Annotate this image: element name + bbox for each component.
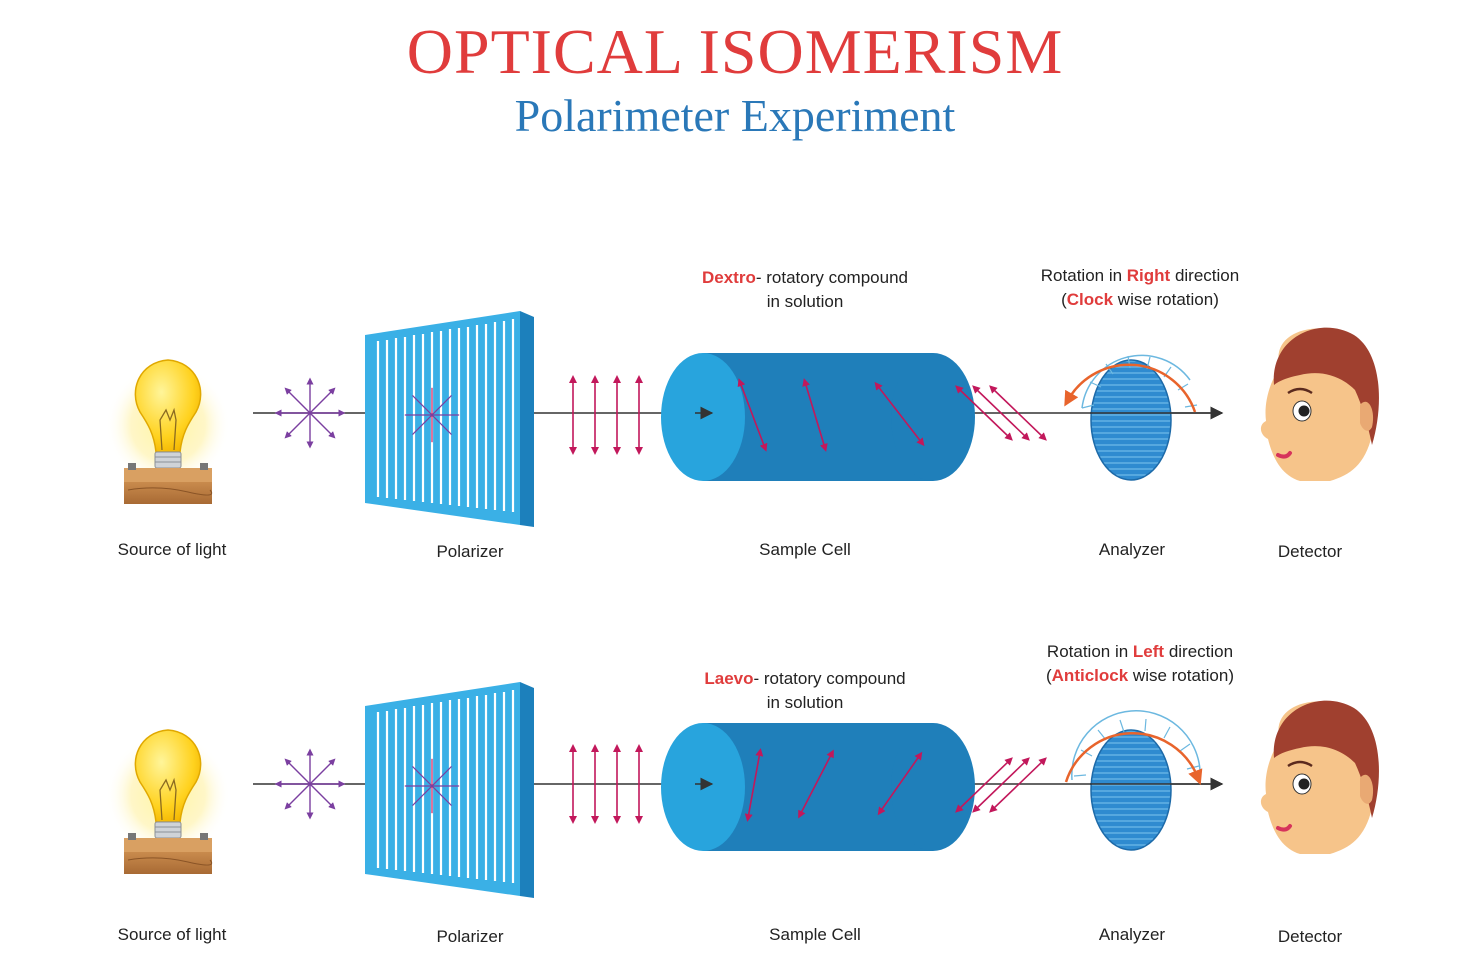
rotation-scale-icon [1064,354,1198,413]
detector-label: Detector [1277,542,1343,561]
clockwise-rotation-arrow-icon [1064,363,1197,413]
polarizer-label: Polarizer [436,927,504,946]
page-title: OPTICAL ISOMERISM [406,16,1064,87]
sample-cell-label: Sample Cell [759,540,851,559]
source-label: Source of light [117,540,227,559]
rotated-vectors-icon [744,748,923,822]
rotation-scale-icon [1064,710,1203,785]
polarizer-label: Polarizer [436,542,504,561]
analyzer-label: Analyzer [1098,925,1166,944]
source-label: Source of light [117,925,227,944]
analyzer-icon [1090,359,1172,481]
page-subtitle: Polarimeter Experiment [514,90,956,141]
polarizer-icon [363,309,536,529]
rotated-vectors-icon [737,378,925,452]
emerging-rotated-light-icon [955,757,1047,813]
setup-1 [105,309,1381,529]
anticlockwise-rotation-arrow-icon [1064,731,1203,785]
light-bulb-icon [105,359,231,505]
light-bulb-icon [105,729,231,875]
emerging-rotated-light-icon [955,385,1047,441]
analyzer-icon [1090,729,1172,851]
compound-note: Laevo- rotatory compound in solution [704,669,906,712]
sample-cell-icon [661,723,975,851]
unpolarized-light-icon [278,752,342,816]
detector-face-icon [1258,698,1381,856]
detector-face-icon [1258,325,1381,483]
polarizer-icon [363,680,536,900]
plane-polarized-light-icon [573,379,639,451]
unpolarized-light-icon [278,381,342,445]
compound-note: Dextro- rotatory compound in solution [702,268,908,311]
setup-2 [105,680,1381,900]
rotation-note: Rotation in Left direction (Anticlock wi… [1045,642,1235,685]
detector-label: Detector [1277,927,1343,946]
sample-cell-icon [661,353,975,481]
sample-cell-label: Sample Cell [769,925,861,944]
analyzer-label: Analyzer [1098,540,1166,559]
rotation-note: Rotation in Right direction (Clock wise … [1040,266,1240,309]
